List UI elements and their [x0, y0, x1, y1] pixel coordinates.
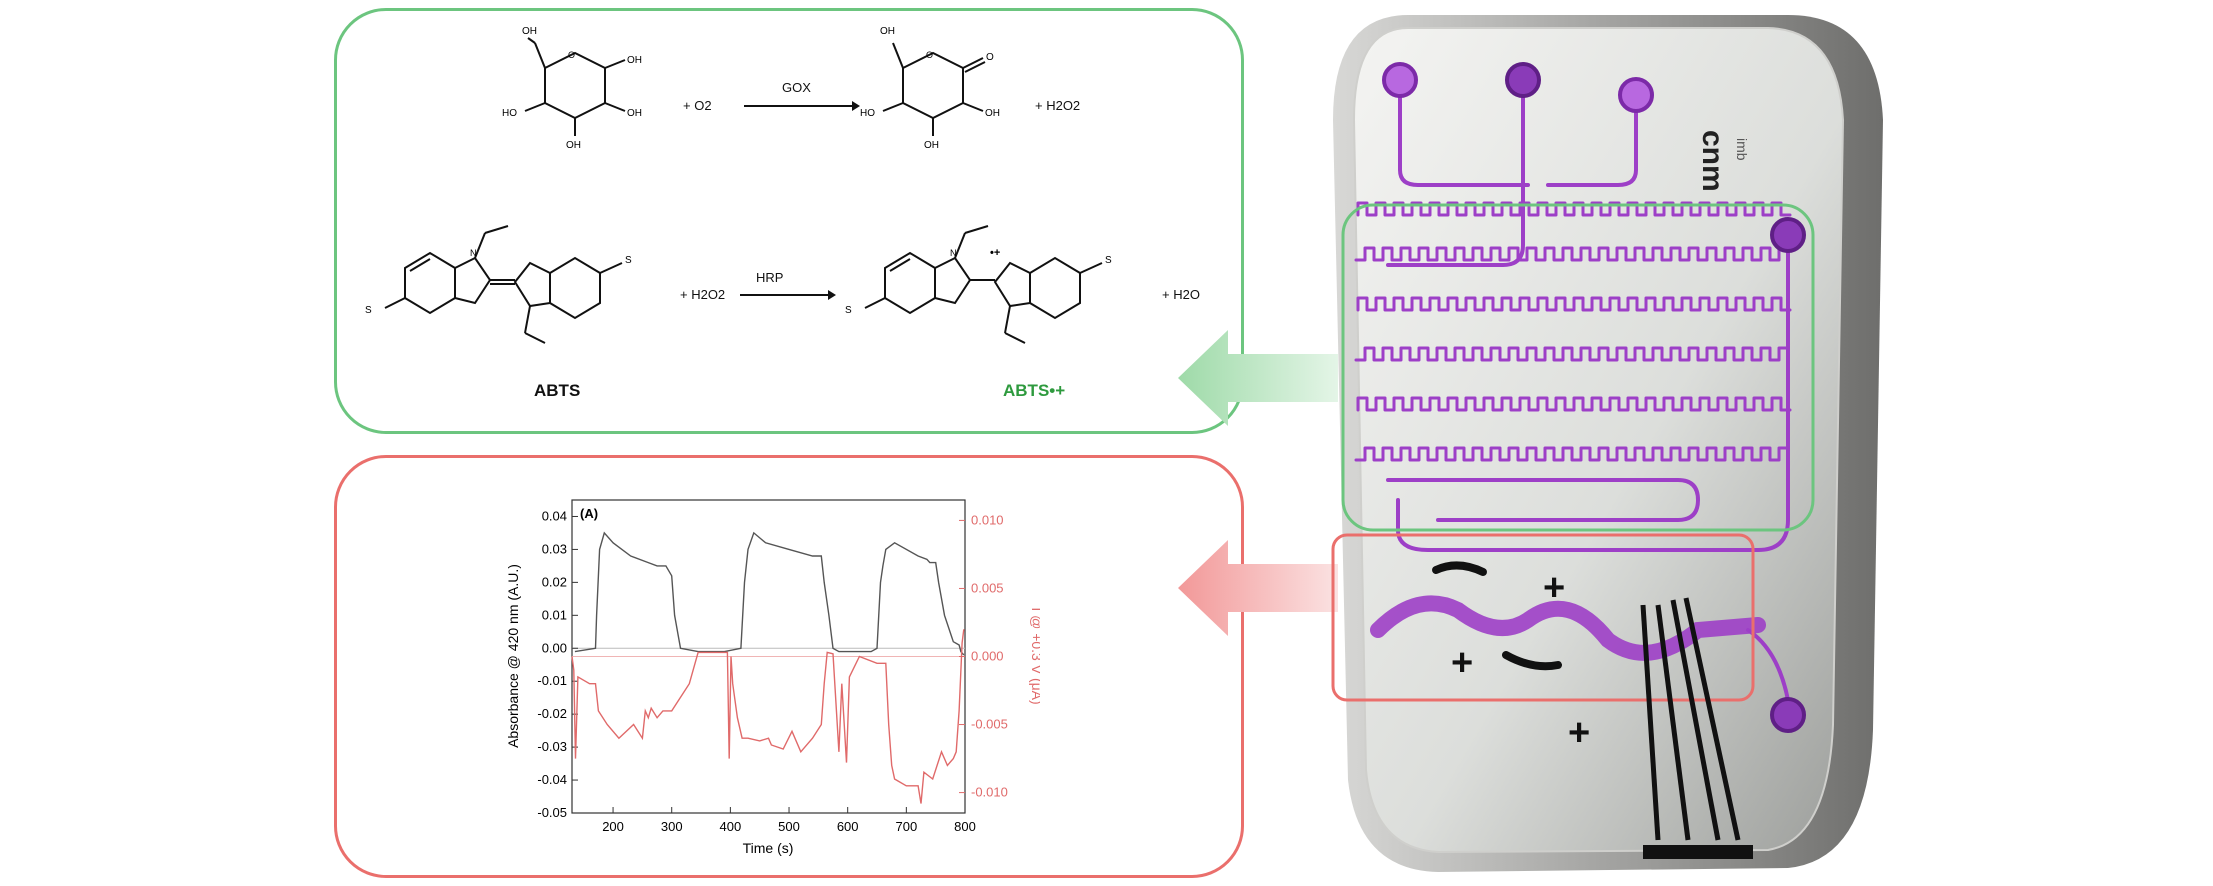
plus-sign-3: +	[1568, 712, 1590, 754]
chip-logo-sub: imb	[1734, 138, 1750, 161]
reaction-scheme-panel	[334, 8, 1244, 434]
abts-name-label: ABTS	[534, 381, 581, 400]
x-axis-label: Time (s)	[743, 840, 794, 856]
x-tick-label: 700	[895, 819, 917, 834]
reaction-arrow-gox	[744, 101, 860, 111]
svg-text:N: N	[470, 248, 477, 258]
chip-logo-text: cnm	[1696, 130, 1729, 192]
x-tick-label: 800	[954, 819, 976, 834]
glucose-oh-top: OH	[522, 26, 537, 37]
glucose-oh-right: OH	[627, 55, 642, 66]
plus-sign-1: +	[1543, 567, 1565, 609]
lactone-carbonyl-o: O	[986, 52, 994, 63]
microfluidic-chip-photo: + + + cnm imb	[1331, 15, 1883, 872]
svg-text:S: S	[845, 305, 852, 316]
y-tick-label: 0.00	[542, 640, 567, 655]
y-tick-label: 0.04	[542, 508, 567, 523]
panel-letter: (A)	[580, 506, 598, 521]
glucose-oh-bottom: OH	[566, 140, 581, 151]
y-tick-label: -0.05	[537, 805, 567, 820]
red-arrow-icon	[1178, 540, 1338, 636]
x-tick-label: 500	[778, 819, 800, 834]
reaction-arrow-hrp	[740, 290, 836, 300]
hrp-enzyme-label: HRP	[756, 270, 784, 285]
radical-cation-mark: •+	[990, 247, 1000, 259]
gox-enzyme-label: GOX	[782, 80, 811, 95]
current-series-line	[571, 629, 965, 804]
lactone-oh-bottom: OH	[924, 140, 939, 151]
lactone-oh-top: OH	[880, 26, 895, 37]
y2-tick-label: 0.005	[971, 580, 1004, 595]
glucose-oh-left: HO	[502, 108, 517, 119]
svg-text:S: S	[365, 305, 372, 316]
reactant-o2-label: + O2	[683, 98, 712, 113]
y-tick-label: -0.02	[537, 706, 567, 721]
red-highlight-box	[1331, 533, 1755, 702]
abts-radical-name-label: ABTS•+	[1003, 381, 1066, 400]
product-h2o2-label: + H2O2	[1035, 98, 1081, 113]
absorbance-series-line	[574, 531, 965, 656]
green-arrow-icon	[1178, 330, 1338, 426]
absorbance-current-chart: 200 300 400 500 600 700 800 0.04 0.03 0.02 0.01 0.0…	[505, 499, 1040, 856]
y-tick-label: 0.02	[542, 574, 567, 589]
y2-axis-label: I @ +0.3 V (μA)	[1029, 607, 1040, 704]
y-tick-label: -0.04	[537, 772, 567, 787]
plus-sign-2: +	[1451, 642, 1473, 684]
glucose-oh-right2: OH	[627, 108, 642, 119]
abts-structure: S N S	[365, 225, 632, 344]
y-tick-label: 0.03	[542, 541, 567, 556]
x-tick-label: 200	[602, 819, 624, 834]
glucose-structure: O OH OH HO OH OH	[502, 26, 642, 151]
green-highlight-box	[1341, 203, 1815, 532]
abts-radical-structure: S N S •+	[845, 225, 1112, 344]
y2-tick-label: 0.000	[971, 649, 1004, 664]
y2-tick-label: -0.010	[971, 785, 1008, 800]
product-h2o-label: + H2O	[1162, 287, 1200, 302]
y2-tick-label: 0.010	[971, 512, 1004, 527]
svg-text:S: S	[625, 255, 632, 266]
svg-text:O: O	[926, 50, 933, 60]
svg-text:O: O	[568, 50, 575, 60]
gluconolactone-structure: O OH O HO OH OH	[860, 26, 1000, 151]
x-tick-label: 400	[720, 819, 742, 834]
svg-text:S: S	[1105, 255, 1112, 266]
y-tick-label: -0.01	[537, 673, 567, 688]
y-tick-label: -0.03	[537, 739, 567, 754]
y-axis-label: Absorbance @ 420 nm (A.U.)	[505, 564, 521, 748]
chip-ports	[1382, 62, 1806, 733]
x-tick-label: 600	[837, 819, 859, 834]
reactant-h2o2-label: + H2O2	[680, 287, 726, 302]
lactone-oh-right: OH	[985, 108, 1000, 119]
lactone-oh-left: HO	[860, 108, 875, 119]
svg-text:N: N	[950, 248, 957, 258]
x-tick-label: 300	[661, 819, 683, 834]
y-tick-label: 0.01	[542, 607, 567, 622]
y2-tick-label: -0.005	[971, 717, 1008, 732]
